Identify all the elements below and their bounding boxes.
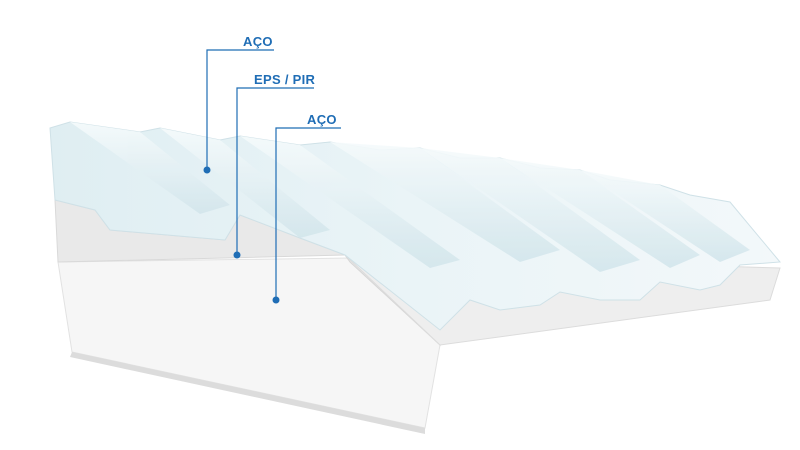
callout-dot-top-steel [203, 166, 211, 174]
callout-dot-bottom-steel [272, 296, 280, 304]
callout-dot-core [233, 251, 241, 259]
bottom-sheet-edge [70, 352, 425, 434]
callout-dots [203, 166, 280, 304]
label-bottom-steel: AÇO [307, 112, 337, 127]
label-core: EPS / PIR [254, 72, 316, 87]
label-top-steel: AÇO [243, 34, 273, 49]
top-sheet-ribs [70, 122, 750, 272]
callout-lines [206, 49, 341, 300]
bottom-steel-sheet [57, 257, 441, 429]
